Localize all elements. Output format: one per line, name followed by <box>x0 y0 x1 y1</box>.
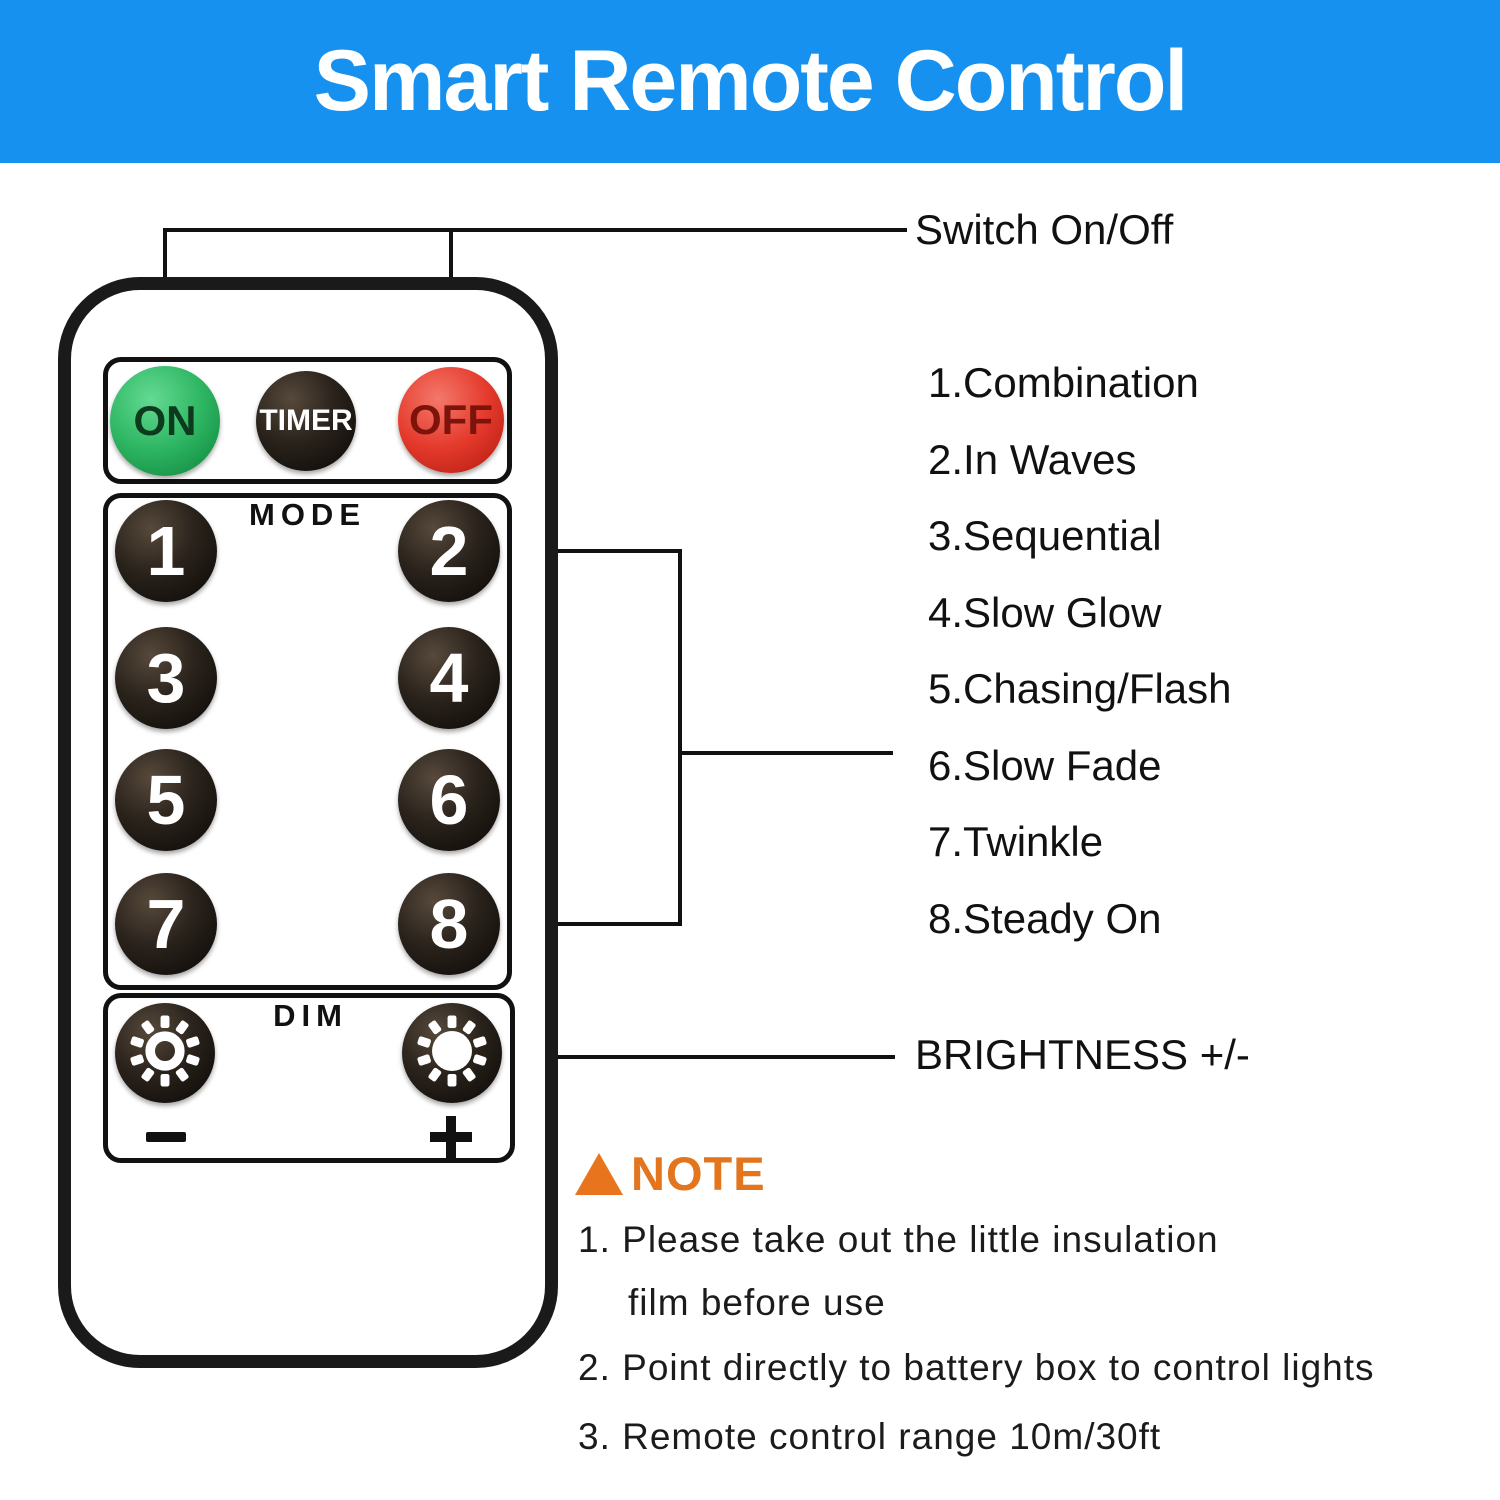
mode-section-label: MODE <box>249 497 366 532</box>
mode-button-3: 3 <box>115 627 217 729</box>
mode-button-7: 7 <box>115 873 217 975</box>
on-button: ON <box>110 366 220 476</box>
note-line-2: film before use <box>628 1282 886 1323</box>
mode-button-2: 2 <box>398 500 500 602</box>
mode-list-item-8: 8.Steady On <box>928 894 1162 942</box>
dim-section-label: DIM <box>273 998 348 1033</box>
brightness-leader <box>468 1055 895 1059</box>
note-title: NOTE <box>631 1147 766 1200</box>
minus-symbol <box>146 1132 186 1142</box>
mode-leader-middle <box>678 751 893 755</box>
switch-leader-horizontal <box>163 228 907 232</box>
brightness-up-button <box>402 1003 502 1103</box>
mode-button-8-label: 8 <box>429 885 469 963</box>
warning-triangle-icon <box>575 1152 623 1195</box>
mode-button-4: 4 <box>398 627 500 729</box>
note-line-3: 2. Point directly to battery box to cont… <box>578 1347 1375 1388</box>
mode-button-5: 5 <box>115 749 217 851</box>
mode-list-item-1: 1.Combination <box>928 359 1199 406</box>
brightness-label: BRIGHTNESS +/- <box>915 1031 1250 1078</box>
note-line-1: 1. Please take out the little insulation <box>578 1219 1219 1260</box>
mode-list-item-7: 7.Twinkle <box>928 818 1104 865</box>
mode-button-2-label: 2 <box>429 512 469 590</box>
mode-button-6-label: 6 <box>429 761 469 839</box>
mode-button-1-label: 1 <box>146 512 186 590</box>
page-title: Smart Remote Control <box>313 33 1189 129</box>
note-line-4: 3. Remote control range 10m/30ft <box>578 1416 1162 1457</box>
mode-list-item-6: 6.Slow Fade <box>928 741 1162 789</box>
note-header: NOTE <box>575 1146 766 1201</box>
mode-leader-vertical <box>678 549 682 926</box>
off-button: OFF <box>398 367 504 473</box>
mode-leader-bottom <box>495 922 682 926</box>
mode-button-6: 6 <box>398 749 500 851</box>
plus-symbol <box>430 1116 472 1158</box>
mode-list-item-4: 4.Slow Glow <box>928 588 1162 636</box>
off-button-label: OFF <box>409 396 493 443</box>
mode-leader-top <box>495 549 682 553</box>
timer-button: TIMER <box>256 371 356 471</box>
mode-button-4-label: 4 <box>429 639 469 717</box>
mode-list-item-2: 2.In Waves <box>928 435 1137 483</box>
brightness-down-button <box>115 1003 215 1103</box>
timer-button-label: TIMER <box>259 404 353 437</box>
sun-outline-icon <box>128 1014 202 1093</box>
mode-button-7-label: 7 <box>146 885 186 963</box>
on-button-label: ON <box>133 397 197 444</box>
header-banner: Smart Remote Control <box>0 0 1500 163</box>
sun-filled-icon <box>415 1014 489 1093</box>
mode-button-5-label: 5 <box>146 761 186 839</box>
mode-list-item-5: 5.Chasing/Flash <box>928 665 1232 712</box>
mode-button-3-label: 3 <box>146 639 186 717</box>
mode-list: 1.Combination 2.In Waves 3.Sequential 4.… <box>928 345 1232 957</box>
mode-list-item-3: 3.Sequential <box>928 512 1162 559</box>
mode-button-8: 8 <box>398 873 500 975</box>
mode-button-1: 1 <box>115 500 217 602</box>
switch-on-off-label: Switch On/Off <box>915 206 1174 253</box>
